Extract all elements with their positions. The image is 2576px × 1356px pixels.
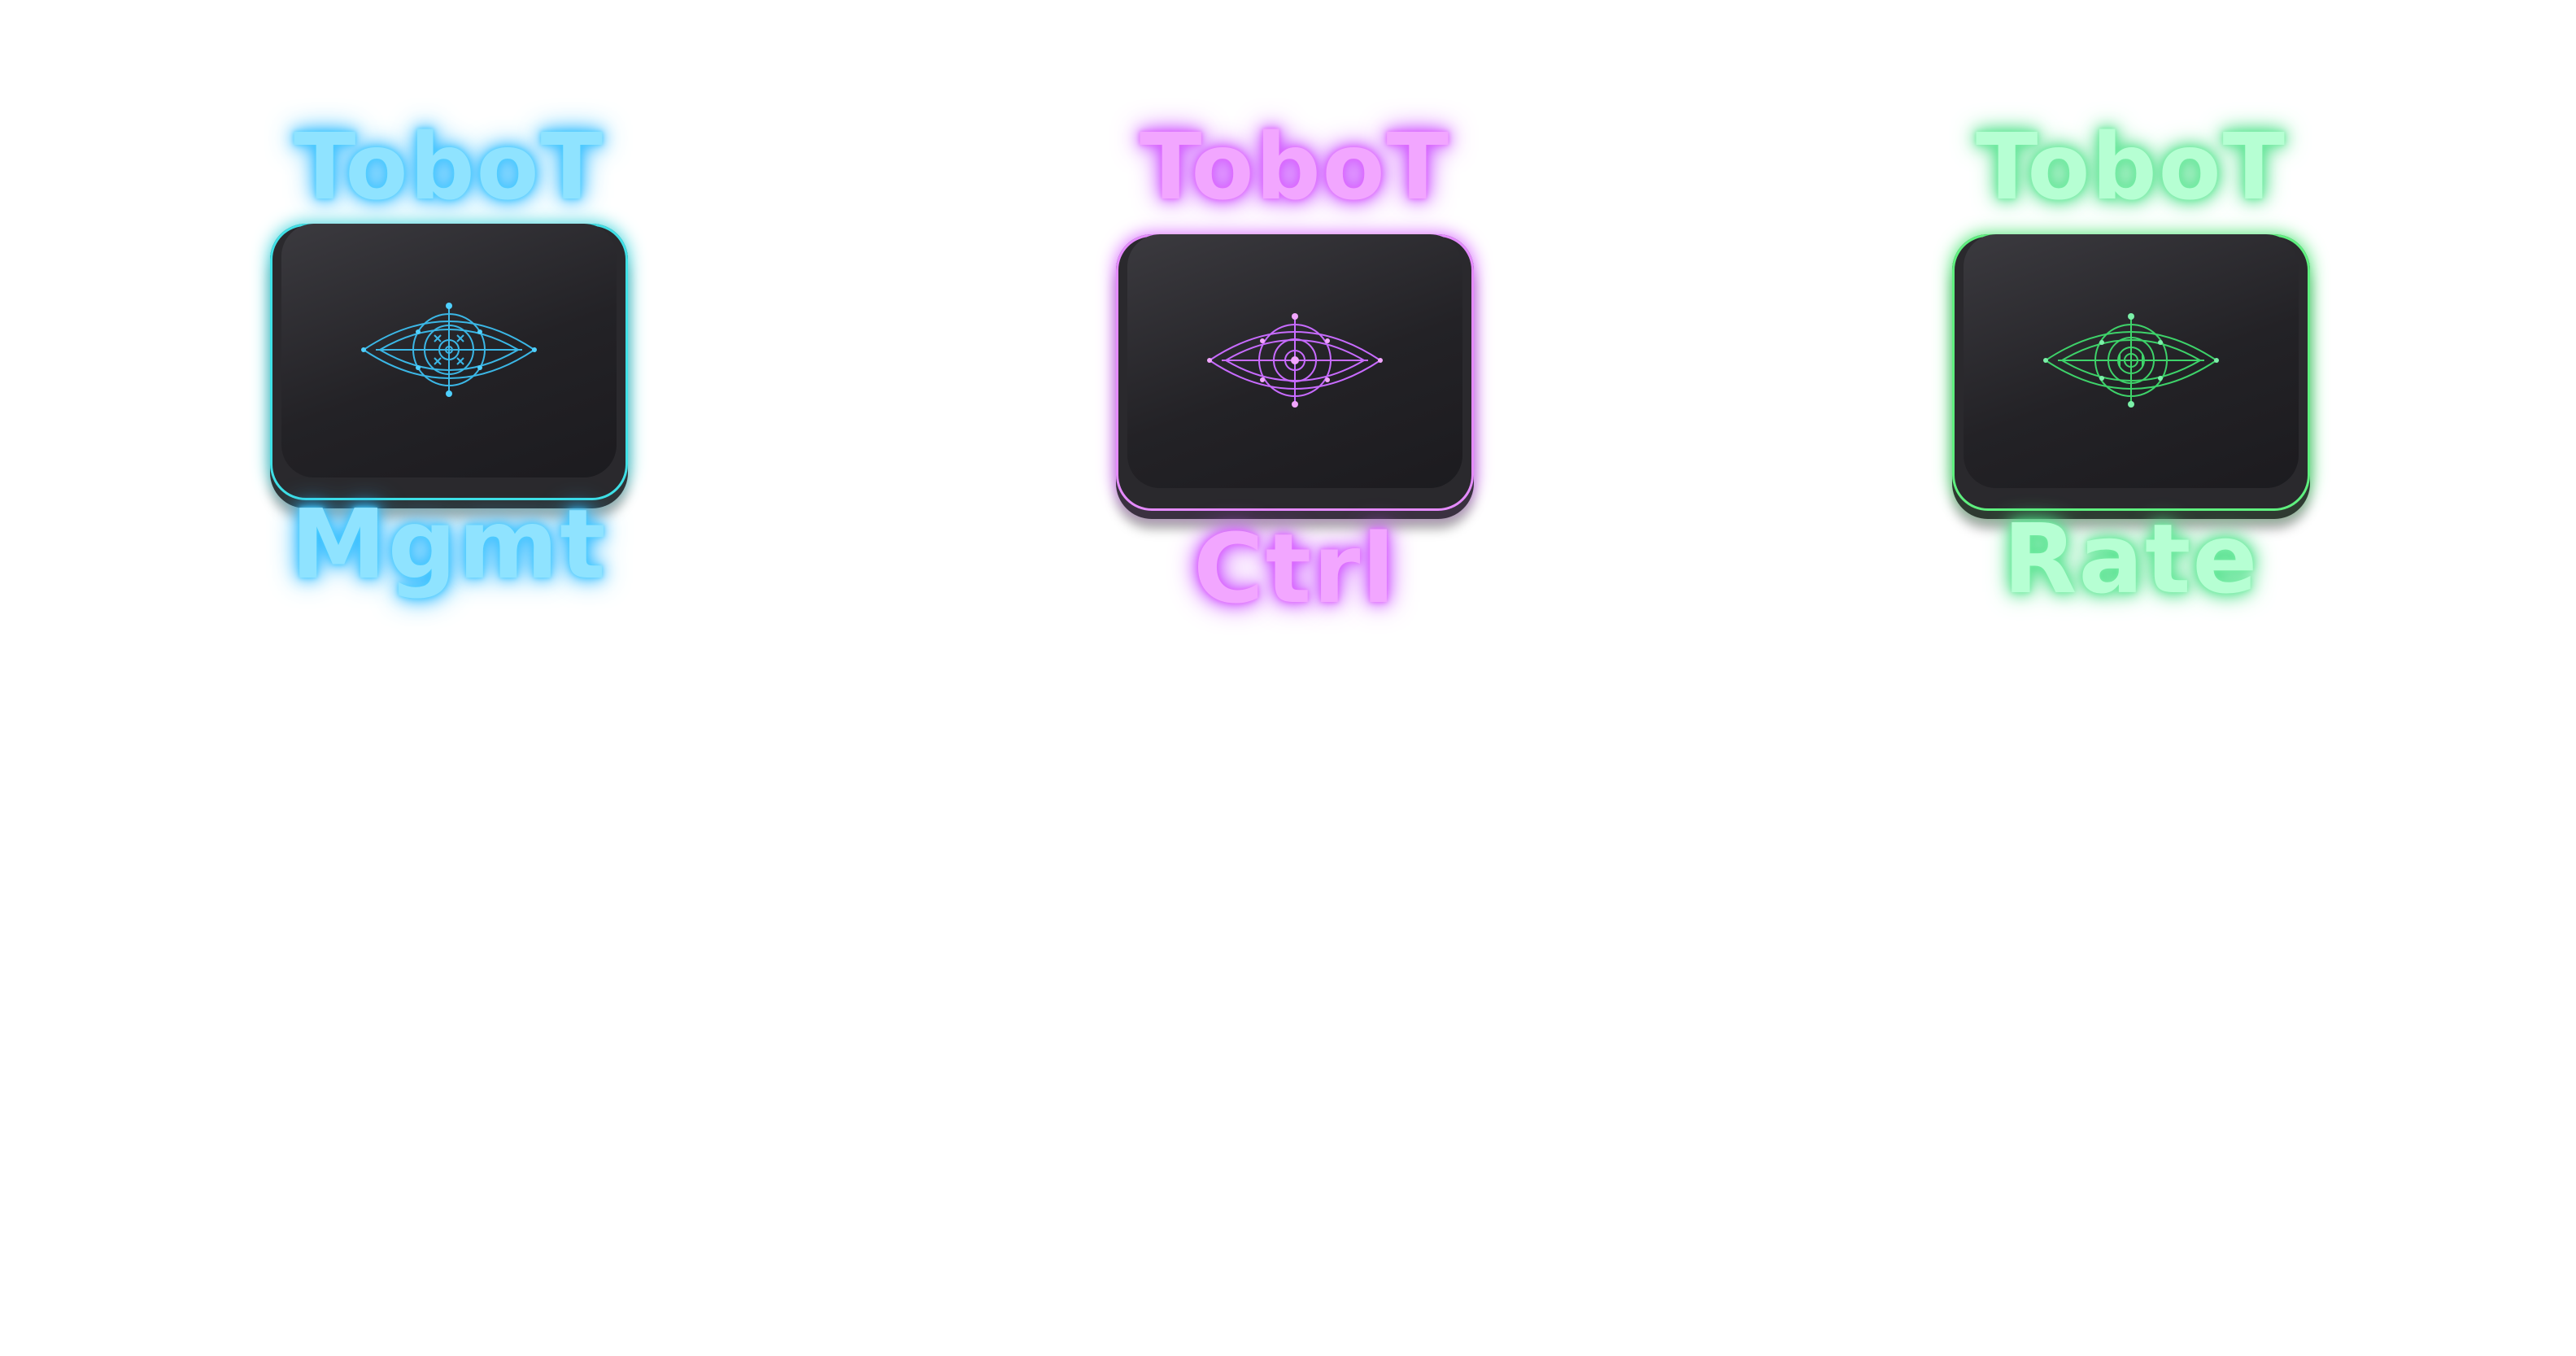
tile-group-mgmt[interactable]: ToboT	[262, 114, 636, 634]
eye-icon	[2043, 313, 2219, 408]
tile-subtitle: Mgmt	[290, 488, 608, 600]
app-tile-mgmt[interactable]	[270, 224, 628, 500]
eye-icon	[361, 303, 537, 397]
app-tile-rate[interactable]	[1952, 234, 2310, 511]
tile-group-rate[interactable]: ToboT	[1944, 114, 2318, 634]
tile-title: ToboT	[294, 115, 604, 220]
tile-title: ToboT	[1140, 115, 1450, 220]
eye-icon	[1207, 313, 1383, 408]
app-tile-ctrl[interactable]	[1116, 234, 1474, 511]
tile-subtitle: Ctrl	[1193, 512, 1397, 625]
tile-title: ToboT	[1976, 115, 2286, 220]
tile-group-ctrl[interactable]: ToboT	[1108, 114, 1482, 634]
tile-subtitle: Rate	[2003, 503, 2260, 615]
